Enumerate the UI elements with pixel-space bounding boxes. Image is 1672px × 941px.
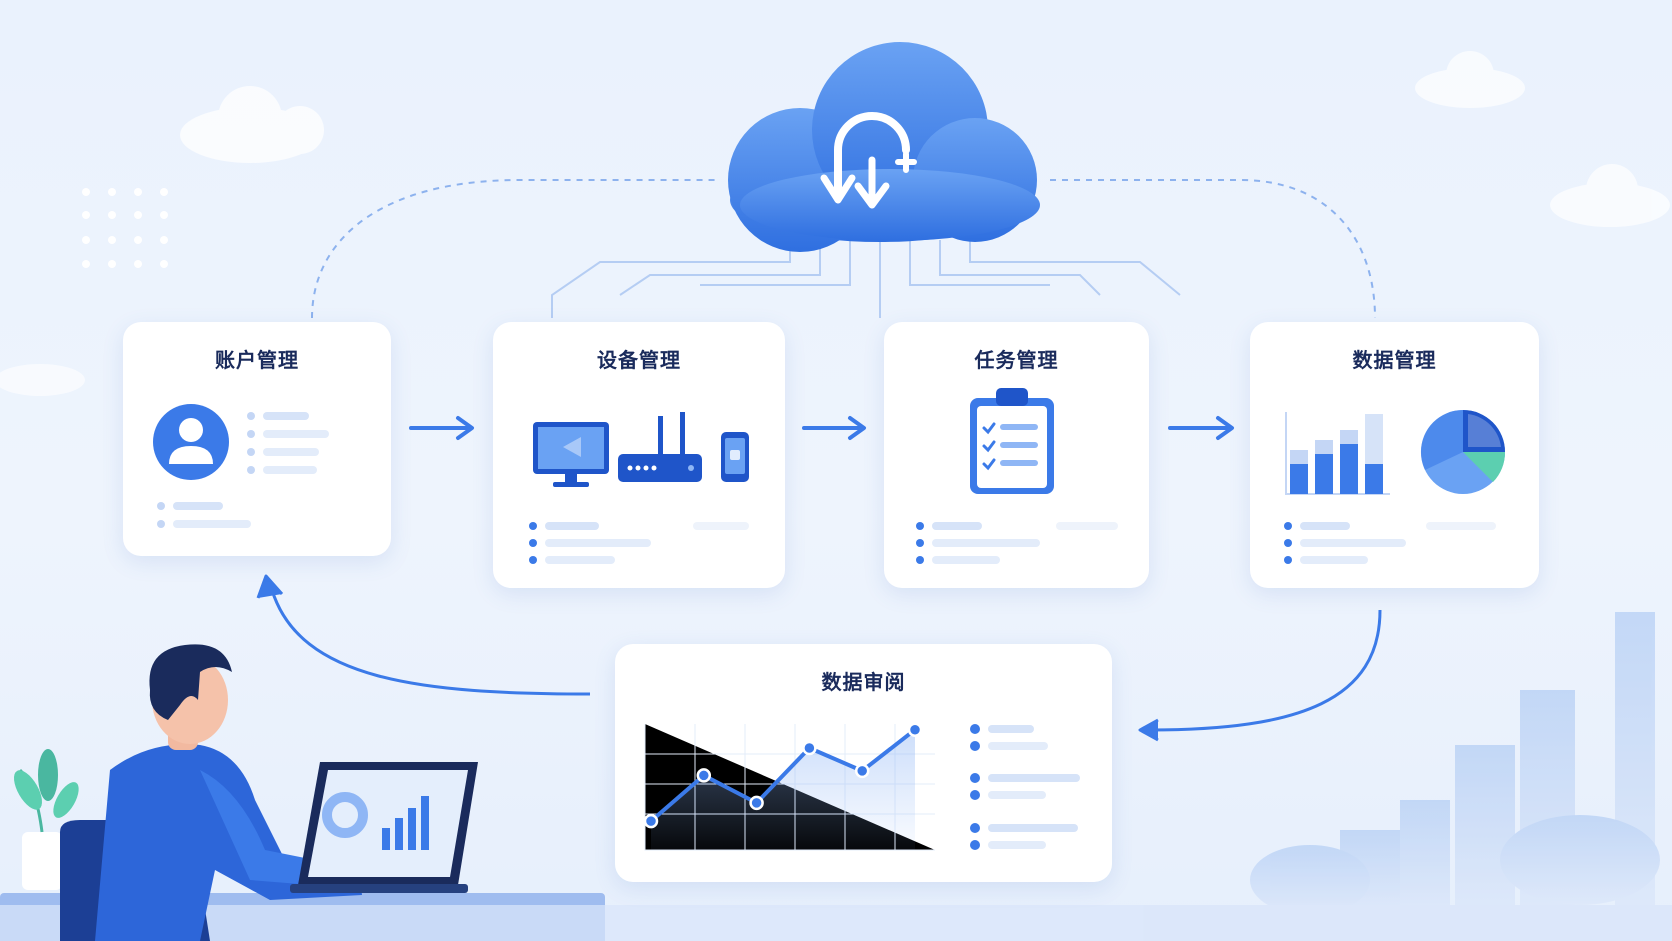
clipboard-checklist-icon xyxy=(970,388,1054,494)
bar-chart-icon xyxy=(1285,412,1390,495)
data-info-placeholder-lines xyxy=(1284,522,1496,564)
smartphone-icon xyxy=(721,432,749,482)
pie-chart-icon xyxy=(1420,409,1506,494)
monitor-icon xyxy=(533,422,609,487)
router-icon xyxy=(618,412,702,482)
city-skyline xyxy=(0,612,1672,941)
user-info-placeholder-lines xyxy=(157,412,329,528)
background-cloud-left xyxy=(180,86,324,163)
flow-arrow-account-to-device xyxy=(409,416,474,440)
line-chart-point-3 xyxy=(749,795,764,811)
module-title-account: 账户管理 xyxy=(215,348,299,372)
module-title-device: 设备管理 xyxy=(597,348,681,372)
flow-arrow-review-to-account-head xyxy=(256,574,284,599)
module-title-review: 数据审阅 xyxy=(821,670,906,694)
cloud-sync-icon xyxy=(728,42,1040,252)
user-avatar-icon xyxy=(153,404,229,480)
line-chart-point-6 xyxy=(907,722,923,737)
person-at-laptop-illustration xyxy=(0,644,605,941)
device-card-graphic xyxy=(529,412,749,564)
line-chart-area xyxy=(651,729,915,850)
circuit-connectors xyxy=(551,240,1181,318)
flow-arrow-data-to-review xyxy=(1149,609,1382,732)
dashed-connector-left xyxy=(311,179,715,319)
dot-grid-decoration xyxy=(82,188,168,268)
flow-arrow-device-to-task xyxy=(802,416,866,440)
data-card-graphic xyxy=(1284,409,1506,564)
module-card-task[interactable]: 任务管理 xyxy=(884,322,1149,588)
plant-illustration xyxy=(14,749,79,890)
review-legend-placeholder-lines xyxy=(970,724,1080,850)
module-title-task: 任务管理 xyxy=(974,348,1059,372)
flow-arrow-review-to-account xyxy=(270,589,591,696)
account-card-graphic xyxy=(153,404,329,528)
task-info-placeholder-lines xyxy=(916,522,1118,564)
line-chart-point-2 xyxy=(696,768,712,783)
module-card-account[interactable]: 账户管理 xyxy=(123,322,391,556)
task-card-graphic xyxy=(916,388,1118,564)
flow-arrow-task-to-data xyxy=(1168,416,1234,440)
module-card-data[interactable]: 数据管理 xyxy=(1250,322,1539,588)
line-chart-series xyxy=(649,728,917,823)
background-cloud-small xyxy=(0,364,85,396)
line-chart-point-1 xyxy=(643,813,659,829)
flow-arrow-data-to-review-head xyxy=(1138,718,1159,742)
review-line-chart xyxy=(643,722,923,850)
dashed-connector-right xyxy=(1050,179,1376,319)
module-card-device[interactable]: 设备管理 xyxy=(493,322,785,588)
module-title-data: 数据管理 xyxy=(1352,348,1437,372)
review-card-graphic xyxy=(643,722,1080,851)
background-cloud-right xyxy=(1415,51,1670,227)
module-card-review[interactable]: 数据审阅 xyxy=(615,644,1112,882)
line-chart-point-5 xyxy=(854,763,870,779)
device-info-placeholder-lines xyxy=(529,522,749,564)
line-chart-point-4 xyxy=(802,740,817,756)
